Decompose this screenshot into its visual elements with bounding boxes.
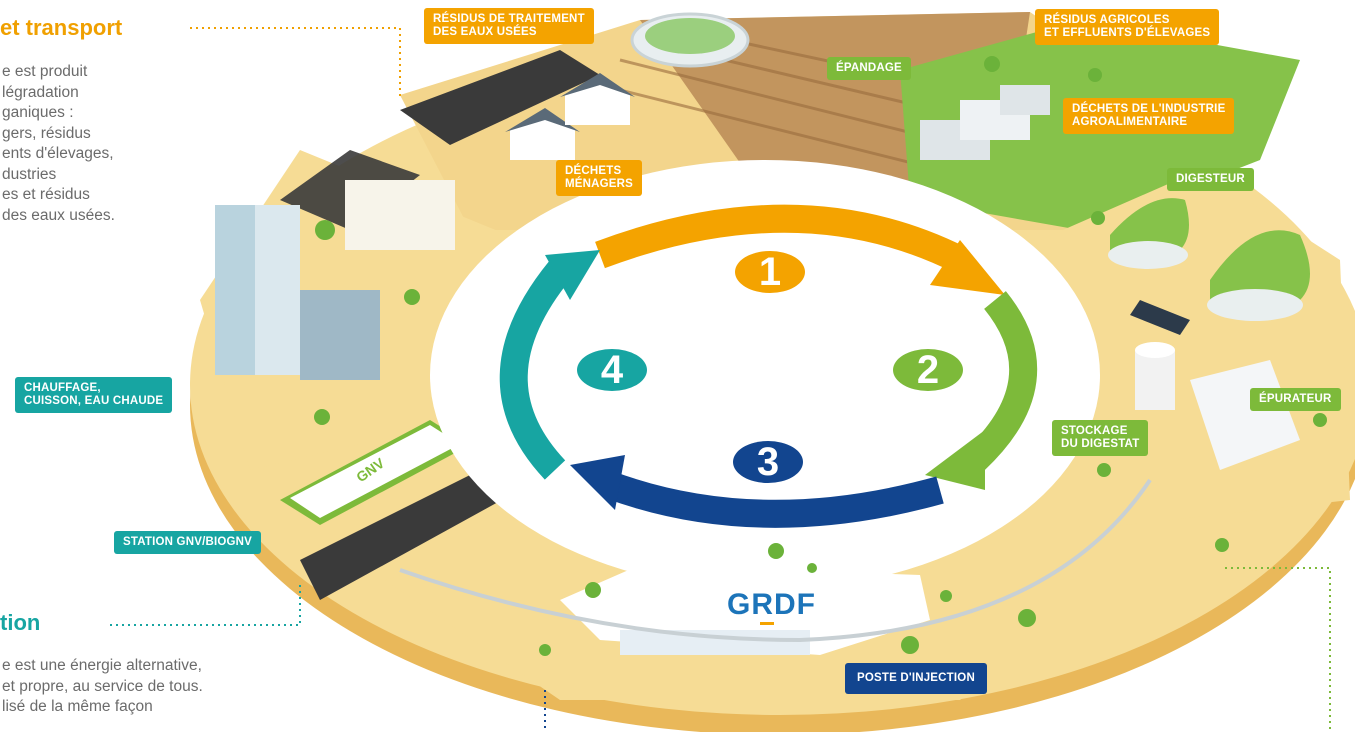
town-hall [345, 180, 455, 250]
gas-pipeline [399, 478, 1152, 643]
section-heading-utilisation: tion [0, 610, 41, 635]
step-2-number: 2 [916, 348, 940, 392]
digester-dome-1 [1110, 198, 1189, 255]
step-2-badge [893, 349, 963, 391]
label-poste-injection: POSTE D'INJECTION [845, 663, 987, 694]
arrow-2 [965, 291, 1038, 471]
step-3-badge [733, 441, 803, 483]
arrow-1 [595, 204, 967, 273]
purifier-building [1190, 360, 1300, 470]
label-epandage: ÉPANDAGE [827, 57, 911, 80]
office-building [300, 290, 380, 380]
arrow-4 [499, 261, 571, 480]
label-residus-eaux-usees: RÉSIDUS DE TRAITEMENT DES EAUX USÉES [424, 8, 594, 44]
grdf-logo: GRDF [727, 588, 816, 621]
section-text-production: e est produit légradation ganiques : ger… [2, 63, 115, 224]
road-top [400, 50, 600, 145]
label-epurateur: ÉPURATEUR [1250, 388, 1341, 411]
label-dechets-industrie: DÉCHETS DE L'INDUSTRIE AGROALIMENTAIRE [1063, 98, 1235, 134]
step-4-badge [577, 349, 647, 391]
digestate-heap [1130, 300, 1190, 335]
arrow-3 [605, 471, 944, 528]
step-3-number: 3 [756, 440, 780, 484]
section-text-utilisation: e est une énergie alternative, et propre… [2, 657, 203, 715]
label-digesteur: DIGESTEUR [1167, 168, 1254, 191]
step-1-number: 1 [758, 250, 782, 294]
digester-dome-2 [1210, 230, 1310, 308]
label-station-gnv: STATION GNV/BIOGNV [114, 531, 262, 554]
houses-top [505, 73, 635, 160]
section-heading-production: et transport [0, 15, 123, 40]
label-stockage-digestat: STOCKAGE DU DIGESTAT [1052, 420, 1149, 456]
label-chauffage: CHAUFFAGE, CUISSON, EAU CHAUDE [15, 377, 173, 413]
step-1-badge [735, 251, 805, 293]
step-4-number: 4 [600, 348, 624, 392]
storage-tank [1135, 350, 1175, 410]
label-dechets-menagers: DÉCHETS MÉNAGERS [556, 160, 643, 196]
treatment-water [645, 18, 735, 54]
road-station [300, 460, 520, 600]
label-residus-agricoles: RÉSIDUS AGRICOLES ET EFFLUENTS D'ÉLEVAGE… [1035, 9, 1220, 45]
trees [314, 56, 1327, 656]
factories [920, 85, 1050, 160]
